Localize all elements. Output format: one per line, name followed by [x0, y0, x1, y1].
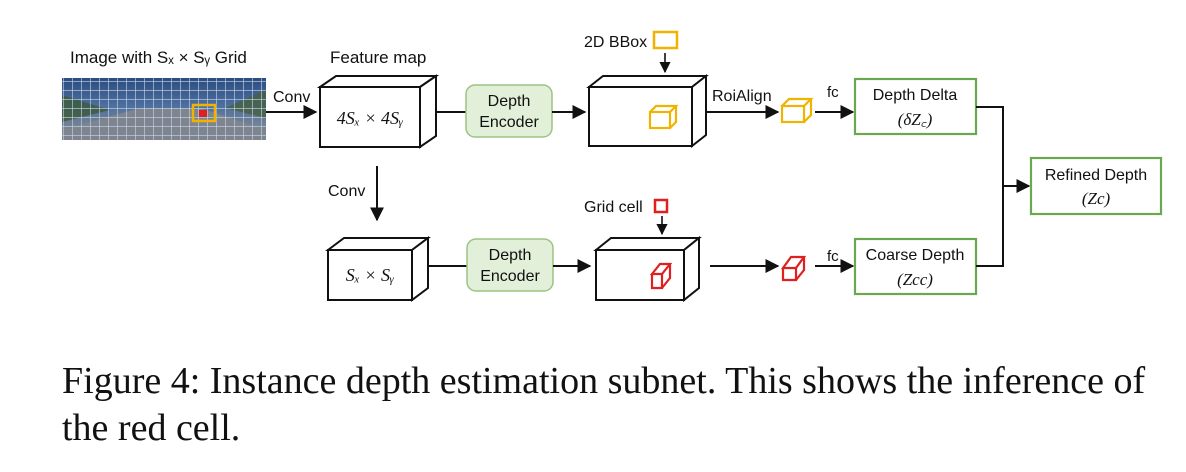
feature-box-top-label: 4Sₓ × 4Sᵧ — [337, 108, 403, 128]
feature-box-bottom-label: Sₓ × Sᵧ — [346, 265, 394, 285]
coarse-depth-box: Coarse Depth (Zcc) — [853, 237, 978, 296]
depth-encoder-top: Depth Encoder — [465, 84, 553, 138]
coarse-depth-title: Coarse Depth — [866, 247, 965, 264]
feature-box-top — [316, 74, 440, 149]
yellow-bbox-on-image — [191, 103, 217, 123]
grid-cell-icon — [653, 198, 669, 214]
grid-cell-label: Grid cell — [584, 199, 643, 216]
fc-label-bottom: fc — [827, 248, 839, 265]
depth-encoder-bottom: Depth Encoder — [466, 238, 554, 292]
depth-encoder-top-line1: Depth — [488, 93, 531, 110]
coarse-depth-symbol: (Zcc) — [897, 270, 933, 289]
image-title: Image with Sₓ × Sᵧ Grid — [70, 48, 247, 67]
fc-label-top: fc — [827, 84, 839, 101]
depth-encoder-bottom-line1: Depth — [489, 247, 532, 264]
depth-encoder-top-line2: Encoder — [479, 114, 539, 131]
red-grid-cell — [199, 110, 207, 117]
conv-label-top: Conv — [273, 89, 310, 106]
connector-delta-to-merge — [976, 106, 1004, 267]
feature-box-bottom — [325, 236, 431, 302]
refined-depth-symbol: (Zc) — [1082, 189, 1111, 208]
figure-caption: Figure 4: Instance depth estimation subn… — [62, 360, 1146, 449]
yellow-roi-cube-icon — [648, 104, 679, 130]
conv-label-left: Conv — [328, 183, 365, 200]
red-cell-cube-icon — [649, 262, 673, 290]
refined-depth-box: Refined Depth (Zc) — [1029, 156, 1163, 216]
cell-feature-box-bottom — [593, 235, 702, 303]
depth-delta-box: Depth Delta (δZ꜀) — [853, 77, 978, 136]
depth-subnet-diagram: Image with Sₓ × Sᵧ Grid Conv Feature map… — [62, 30, 1163, 303]
roi-feature-box-top — [586, 73, 709, 149]
bbox-2d-icon — [652, 30, 679, 50]
feature-map-title: Feature map — [330, 48, 426, 67]
input-image — [62, 78, 266, 140]
depth-encoder-bottom-line2: Encoder — [480, 268, 540, 285]
roialign-label: RoiAlign — [712, 88, 772, 105]
depth-delta-symbol: (δZ꜀) — [898, 110, 933, 129]
yellow-pooled-cube-icon — [780, 97, 814, 124]
red-pooled-cube-icon — [780, 255, 807, 282]
bbox-2d-label: 2D BBox — [584, 34, 647, 51]
refined-depth-title: Refined Depth — [1045, 167, 1147, 184]
depth-delta-title: Depth Delta — [873, 87, 958, 104]
